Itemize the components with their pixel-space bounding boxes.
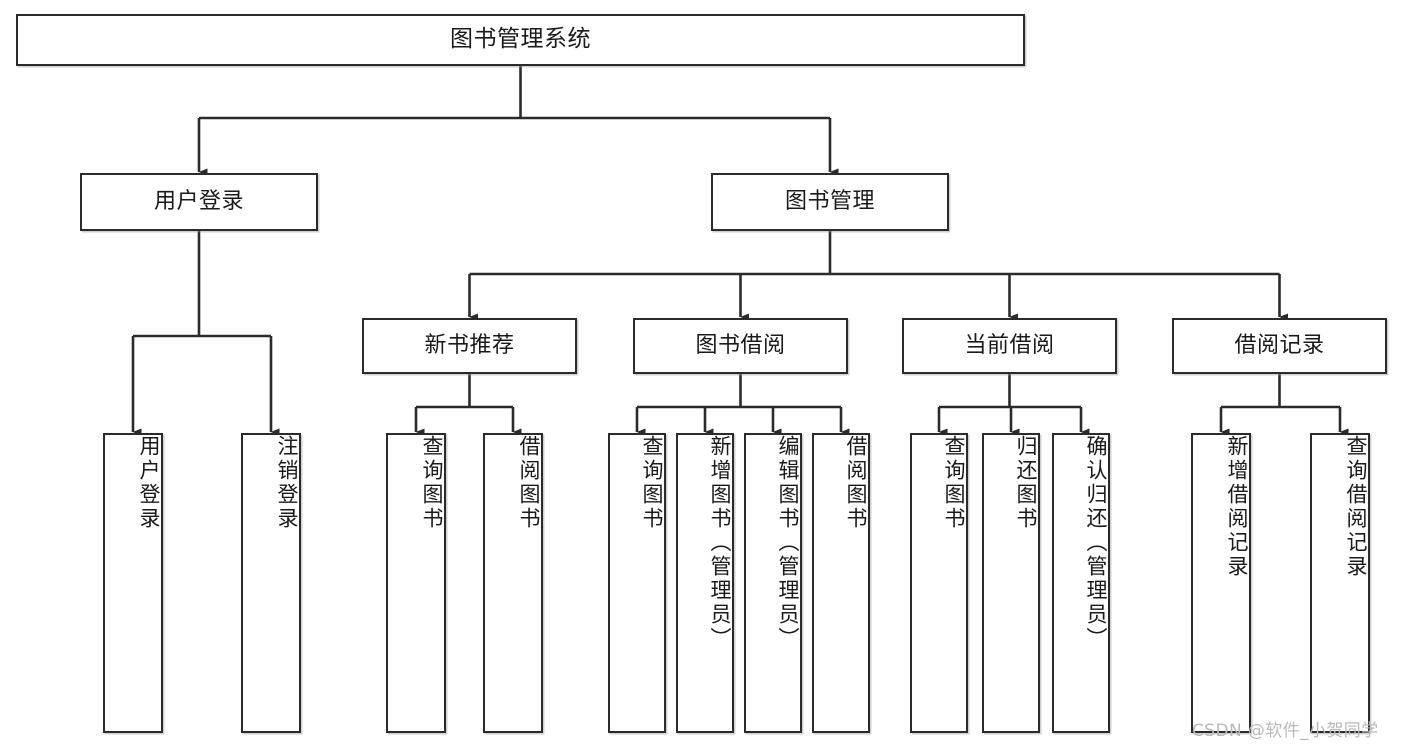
- node-leaf-return-book-label: 归还图书: [1014, 435, 1038, 531]
- node-user-login-label: 用户登录: [153, 189, 244, 215]
- node-leaf-logout[interactable]: 注销登录: [241, 433, 301, 733]
- node-user-login[interactable]: 用户登录: [80, 173, 318, 231]
- node-leaf-add-book[interactable]: 新增图书（管理员）: [676, 433, 734, 733]
- node-current-borrow[interactable]: 当前借阅: [902, 318, 1117, 374]
- node-leaf-edit-book-label: 编辑图书（管理员）: [776, 435, 800, 651]
- node-book-manage[interactable]: 图书管理: [711, 173, 949, 231]
- node-leaf-user-login-label: 用户登录: [137, 435, 161, 531]
- node-new-book-rec-label: 新书推荐: [424, 333, 515, 359]
- node-leaf-query-book-3-label: 查询图书: [942, 435, 966, 531]
- node-leaf-edit-book[interactable]: 编辑图书（管理员）: [744, 433, 802, 733]
- node-root-label: 图书管理系统: [450, 26, 591, 53]
- node-borrow-record[interactable]: 借阅记录: [1172, 318, 1387, 374]
- node-book-borrow[interactable]: 图书借阅: [633, 318, 848, 374]
- csdn-watermark: CSDN @软件_小贺同学: [1192, 721, 1379, 741]
- edge-group: [131, 66, 1349, 436]
- node-leaf-query-book-2-label: 查询图书: [640, 435, 664, 531]
- node-leaf-return-book[interactable]: 归还图书: [982, 433, 1040, 733]
- node-leaf-query-record[interactable]: 查询借阅记录: [1310, 433, 1370, 733]
- node-leaf-query-book-3[interactable]: 查询图书: [910, 433, 968, 733]
- node-leaf-user-login[interactable]: 用户登录: [103, 433, 163, 733]
- node-leaf-query-book-1-label: 查询图书: [420, 435, 444, 531]
- node-leaf-add-record-label: 新增借阅记录: [1225, 435, 1249, 579]
- node-leaf-borrow-book-1-label: 借阅图书: [517, 435, 541, 531]
- node-leaf-query-record-label: 查询借阅记录: [1344, 435, 1368, 579]
- node-leaf-confirm-return[interactable]: 确认归还（管理员）: [1052, 433, 1110, 733]
- node-borrow-record-label: 借阅记录: [1234, 333, 1325, 359]
- node-leaf-borrow-book-2[interactable]: 借阅图书: [812, 433, 870, 733]
- node-leaf-query-book-2[interactable]: 查询图书: [608, 433, 666, 733]
- node-book-borrow-label: 图书借阅: [695, 333, 786, 359]
- node-leaf-confirm-return-label: 确认归还（管理员）: [1084, 435, 1108, 651]
- node-leaf-logout-label: 注销登录: [275, 435, 299, 531]
- node-book-manage-label: 图书管理: [784, 189, 875, 215]
- node-new-book-rec[interactable]: 新书推荐: [362, 318, 577, 374]
- node-leaf-borrow-book-1[interactable]: 借阅图书: [483, 433, 543, 733]
- node-leaf-add-record[interactable]: 新增借阅记录: [1191, 433, 1251, 733]
- node-current-borrow-label: 当前借阅: [964, 333, 1055, 359]
- node-leaf-add-book-label: 新增图书（管理员）: [708, 435, 732, 651]
- node-root[interactable]: 图书管理系统: [16, 14, 1025, 66]
- node-leaf-query-book-1[interactable]: 查询图书: [386, 433, 446, 733]
- node-leaf-borrow-book-2-label: 借阅图书: [844, 435, 868, 531]
